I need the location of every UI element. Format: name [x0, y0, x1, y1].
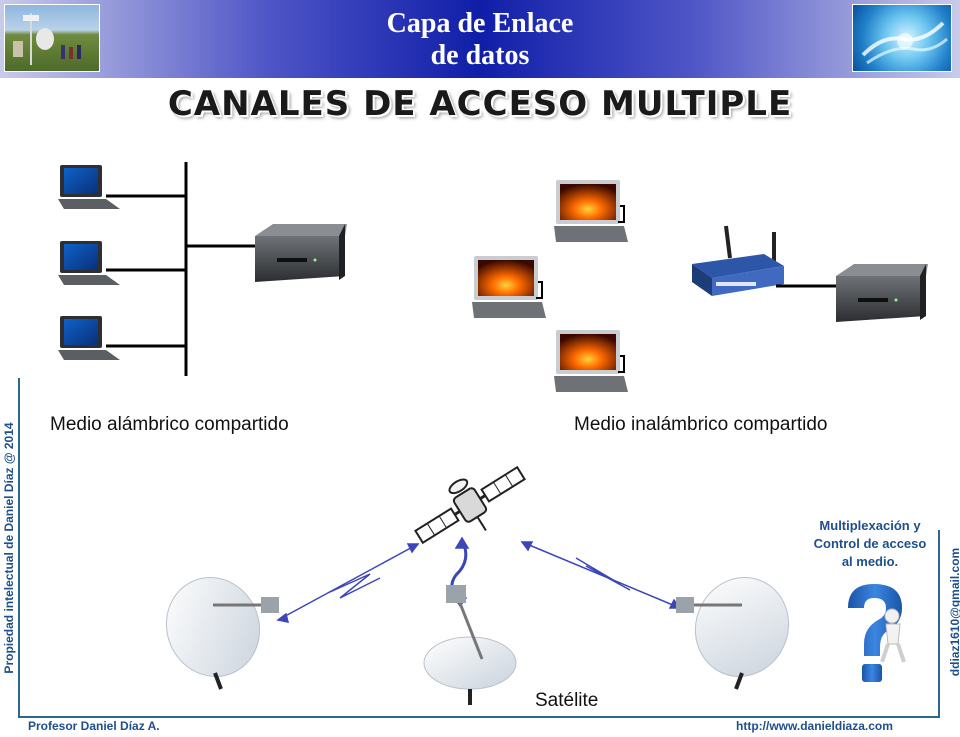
laptop-icon	[554, 180, 628, 242]
field-antenna-photo	[4, 4, 100, 72]
mux-label-line3: al medio.	[841, 554, 899, 569]
laptop-icon	[58, 316, 120, 360]
footer-author: Profesor Daniel Díaz A.	[28, 719, 160, 733]
mux-label-line2: Control de acceso	[813, 536, 927, 551]
page-title: CANALES DE ACCESO MULTIPLE	[167, 84, 793, 124]
header-title: Capa de Enlace de datos	[0, 8, 960, 72]
contact-email: ddiaz1610@gmail.com	[948, 547, 960, 677]
satellite-dish-icon	[676, 577, 790, 690]
router-icon	[836, 264, 928, 322]
laptop-icon	[58, 165, 120, 209]
wired-medium-label: Medio alámbrico compartido	[50, 414, 289, 435]
satellite-dish-icon	[165, 577, 279, 690]
header-title-line1: Capa de Enlace	[386, 8, 574, 39]
signal-links	[276, 536, 682, 623]
footer-url-link[interactable]: http://www.danieldiaza.com	[736, 719, 893, 733]
frame-right-line	[938, 530, 940, 718]
mux-label-line1: Multiplexación y	[819, 518, 921, 533]
satellite-label: Satélite	[535, 690, 599, 711]
frame-left-line	[18, 378, 20, 718]
wired-bus	[106, 162, 260, 376]
mux-access-control-label: Multiplexación y Control de acceso al me…	[796, 517, 944, 571]
question-figure-icon	[826, 578, 922, 698]
header-bar: Capa de Enlace de datos	[0, 0, 960, 78]
wireless-access-point-icon	[692, 225, 784, 296]
laptop-icon	[554, 330, 628, 392]
digital-hand-image	[852, 4, 952, 72]
header-title-line2: de datos	[430, 40, 530, 71]
wireless-medium-label: Medio inalámbrico compartido	[574, 414, 828, 435]
router-icon	[255, 224, 347, 282]
copyright-text: Propiedad intelectual de Daniel Díaz @ 2…	[2, 422, 16, 674]
satellite-dish-icon	[423, 585, 517, 705]
laptop-icon	[472, 256, 546, 318]
laptop-icon	[58, 241, 120, 285]
frame-bottom-line	[18, 716, 940, 718]
satellite-icon	[414, 465, 526, 545]
